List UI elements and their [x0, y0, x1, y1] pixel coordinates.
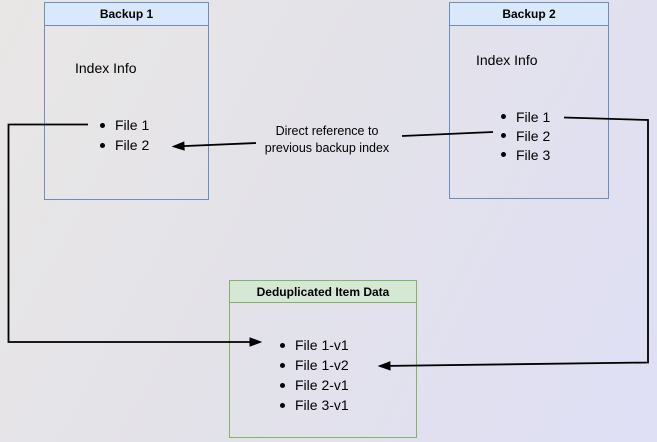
- dedup-file-list: File 1-v1 File 1-v2 File 2-v1 File 3-v1: [280, 335, 349, 415]
- backup1-header: Backup 1: [45, 3, 208, 26]
- backup1-title: Backup 1: [99, 7, 154, 21]
- backup2-title: Backup 2: [502, 7, 556, 21]
- file-label: File 2: [516, 127, 551, 144]
- direct-reference-label-line2: previous backup index: [264, 140, 390, 155]
- bullet-icon: [100, 122, 105, 128]
- file-label: File 1: [516, 108, 551, 125]
- file-label: File 2-v1: [295, 377, 349, 393]
- backup2-index-info-label: Index Info: [476, 52, 538, 68]
- direct-reference-label-line1: Direct reference to: [275, 124, 379, 138]
- file-label: File 2: [115, 137, 150, 153]
- direct-reference-label: Direct reference to previous backup inde…: [237, 123, 417, 156]
- backup2-box: Backup 2 Index Info File 1 File 2 File 3: [449, 2, 609, 199]
- backup2-header: Backup 2: [450, 3, 608, 26]
- file-list-item: File 1: [100, 115, 149, 135]
- file-list-item: File 3: [501, 145, 550, 164]
- file-list-item: File 2: [100, 135, 149, 155]
- file-list-item: File 1: [501, 107, 550, 126]
- bullet-icon: [100, 142, 105, 148]
- dedup-header: Deduplicated Item Data: [230, 281, 416, 303]
- bullet-icon: [280, 382, 285, 388]
- dedup-box: Deduplicated Item Data File 1-v1 File 1-…: [229, 280, 417, 438]
- file-list-item: File 2-v1: [280, 375, 349, 395]
- file-label: File 1-v2: [295, 357, 349, 373]
- backup1-index-info-label: Index Info: [75, 60, 137, 76]
- backup2-file-list: File 1 File 2 File 3: [501, 107, 550, 164]
- bullet-icon: [280, 342, 285, 348]
- file-label: File 1-v1: [295, 337, 349, 353]
- dedup-title: Deduplicated Item Data: [256, 284, 390, 299]
- backup1-box: Backup 1 Index Info File 1 File 2: [44, 2, 209, 200]
- file-list-item: File 1-v2: [280, 355, 349, 375]
- file-label: File 1: [115, 117, 150, 133]
- bullet-icon: [280, 362, 285, 368]
- backup1-file-list: File 1 File 2: [100, 115, 149, 155]
- bullet-icon: [501, 152, 506, 157]
- file-list-item: File 1-v1: [280, 335, 349, 355]
- bullet-icon: [280, 402, 285, 408]
- bullet-icon: [501, 114, 506, 119]
- file-list-item: File 2: [501, 126, 550, 145]
- bullet-icon: [501, 133, 506, 138]
- file-list-item: File 3-v1: [280, 395, 349, 415]
- file-label: File 3-v1: [295, 397, 349, 413]
- file-label: File 3: [516, 146, 551, 163]
